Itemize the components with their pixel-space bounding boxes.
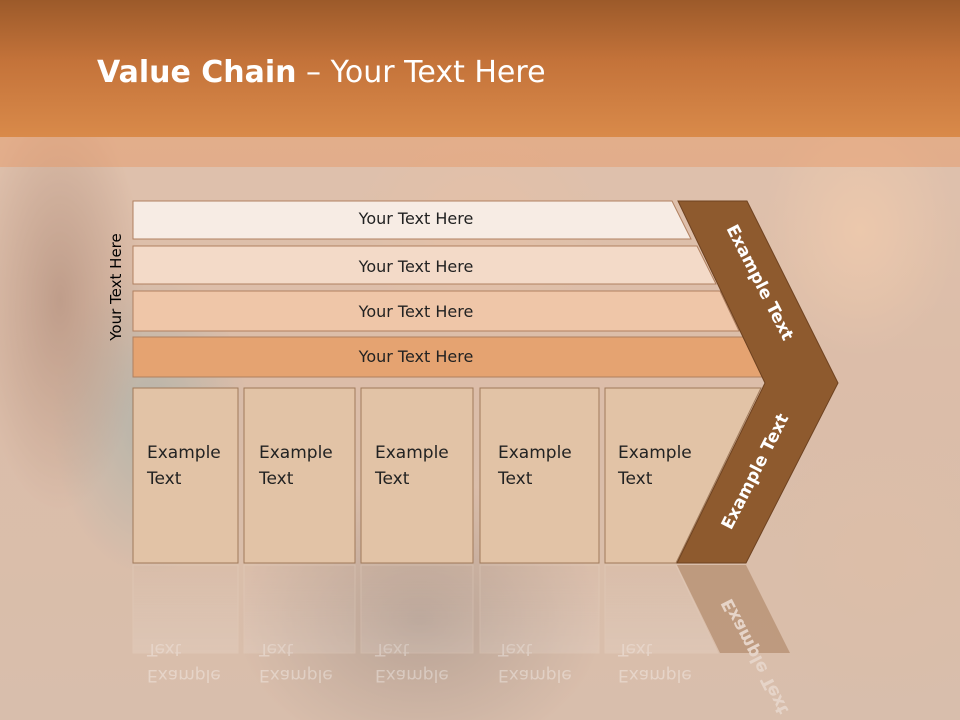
row-3-label: Your Text Here <box>358 302 474 321</box>
reflection-box-5 <box>604 564 719 654</box>
row-1-shape[interactable] <box>132 200 692 240</box>
reflection-box-4 <box>479 564 600 654</box>
reflection-box-4-line2: Text <box>497 639 533 659</box>
chevron-shape[interactable] <box>676 200 839 564</box>
box-3-shape[interactable] <box>360 387 474 564</box>
box-2-line1: Example <box>259 443 333 463</box>
box-2-line2: Text <box>258 469 294 489</box>
row-4-label: Your Text Here <box>358 347 474 366</box>
box-2-shape[interactable] <box>243 387 356 564</box>
box-3-line2: Text <box>374 469 410 489</box>
reflection-box-1 <box>132 564 239 654</box>
reflection-box-3-line1: Example <box>375 665 449 685</box>
diagram-reflection: Example Text Example Text Example Text E… <box>132 564 793 717</box>
reflection-box-5-line2: Text <box>617 639 653 659</box>
box-group: Example Text Example Text Example Text E… <box>132 387 762 564</box>
reflection-box-5-line1: Example <box>618 665 692 685</box>
box-5-line1: Example <box>618 443 692 463</box>
box-3-line1: Example <box>375 443 449 463</box>
reflection-box-2-line2: Text <box>258 639 294 659</box>
slide-title-bold: Value Chain <box>97 55 297 90</box>
reflection-box-3-line2: Text <box>374 639 410 659</box>
title-bar-strip <box>0 137 960 167</box>
box-5-line2: Text <box>617 469 653 489</box>
slide-title-rest: – Your Text Here <box>296 55 546 90</box>
box-4-shape[interactable] <box>479 387 600 564</box>
reflection-box-1-line2: Text <box>146 639 182 659</box>
box-5-shape[interactable] <box>604 387 762 564</box>
box-4-line1: Example <box>498 443 572 463</box>
row-2-shape[interactable] <box>132 245 717 285</box>
reflection-box-1-line1: Example <box>147 665 221 685</box>
row-1-label: Your Text Here <box>358 209 474 228</box>
reflection-box-4-line1: Example <box>498 665 572 685</box>
box-1-line1: Example <box>147 443 221 463</box>
slide-title[interactable]: Value Chain – Your Text Here <box>97 55 546 90</box>
row-2-label: Your Text Here <box>358 257 474 276</box>
title-bar <box>0 0 960 137</box>
box-1-shape[interactable] <box>132 387 239 564</box>
reflection-chevron <box>677 565 790 653</box>
row-group: Your Text Here Your Text Here Your Text … <box>132 200 764 378</box>
box-4-line2: Text <box>497 469 533 489</box>
box-1-line2: Text <box>146 469 182 489</box>
row-3-shape[interactable] <box>132 290 740 332</box>
reflection-box-3 <box>360 564 474 654</box>
reflection-box-2-line1: Example <box>259 665 333 685</box>
reflection-box-2 <box>243 564 356 654</box>
